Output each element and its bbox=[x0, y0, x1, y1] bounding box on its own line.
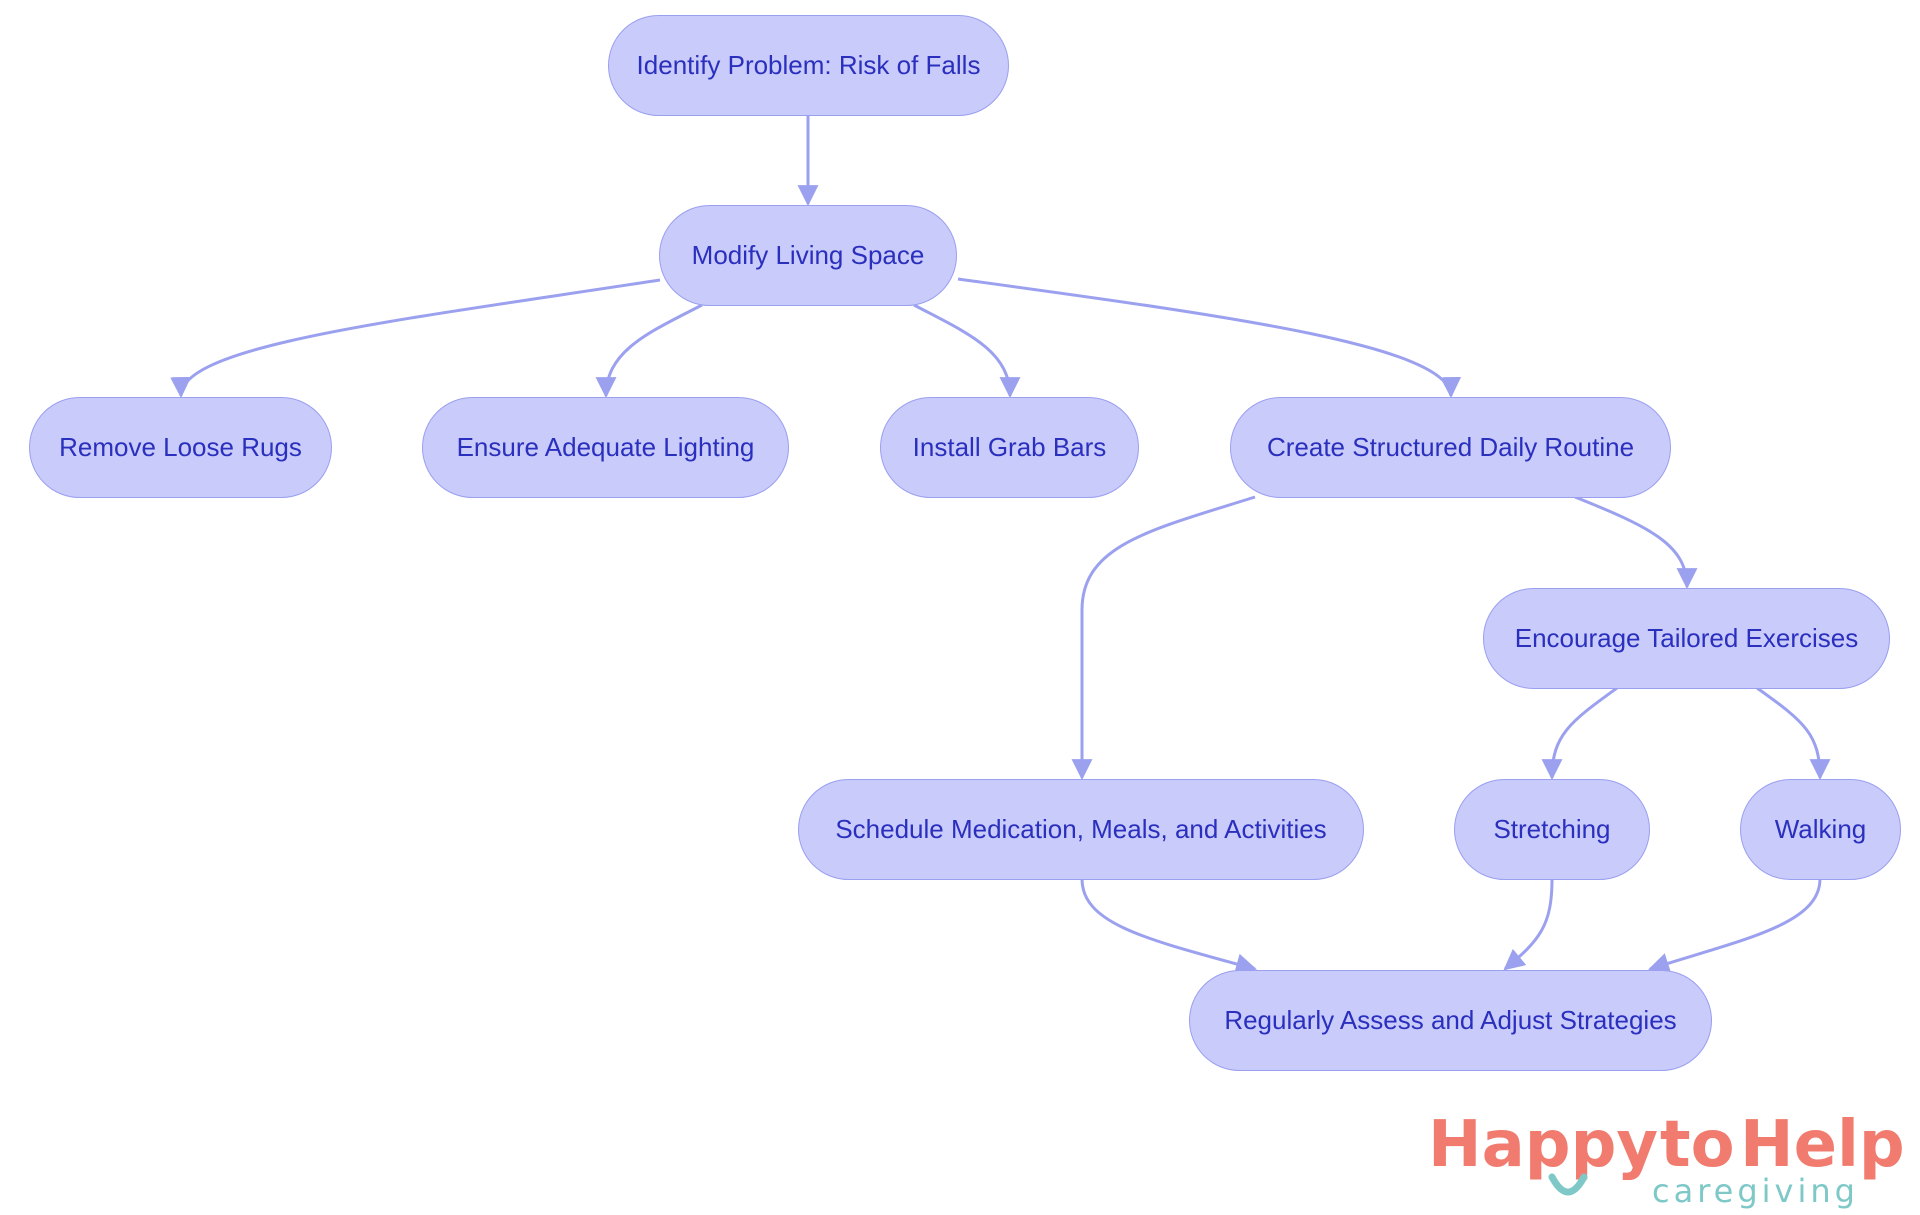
edge-stretching-to-assess bbox=[1503, 878, 1554, 971]
edge-exercises-to-stretching bbox=[1541, 686, 1618, 781]
logo-word-happy: Happy bbox=[1428, 1108, 1659, 1182]
edge-schedule-to-assess bbox=[1080, 878, 1258, 975]
smile-icon bbox=[1548, 1173, 1588, 1196]
node-schedule-medication-meals-activities: Schedule Medication, Meals, and Activiti… bbox=[798, 779, 1364, 880]
node-ensure-adequate-lighting: Ensure Adequate Lighting bbox=[422, 397, 789, 498]
edge-modify-to-lighting bbox=[595, 303, 703, 399]
logo-word-to: to bbox=[1660, 1108, 1735, 1182]
node-encourage-tailored-exercises: Encourage Tailored Exercises bbox=[1483, 588, 1890, 689]
node-walking: Walking bbox=[1740, 779, 1901, 880]
edge-routine-to-exercises bbox=[1574, 495, 1698, 590]
edge-walking-to-assess bbox=[1648, 878, 1822, 974]
edge-modify-to-routine bbox=[957, 277, 1462, 399]
node-stretching: Stretching bbox=[1454, 779, 1650, 880]
node-create-structured-daily-routine: Create Structured Daily Routine bbox=[1230, 397, 1671, 498]
node-install-grab-bars: Install Grab Bars bbox=[880, 397, 1139, 498]
happy-to-help-logo: Happy to Help caregiving bbox=[1420, 1105, 1905, 1215]
edge-exercises-to-walking bbox=[1756, 686, 1831, 781]
node-remove-loose-rugs: Remove Loose Rugs bbox=[29, 397, 332, 498]
edge-modify-to-rugs bbox=[170, 278, 661, 399]
logo-tagline: caregiving bbox=[1652, 1172, 1859, 1210]
node-regularly-assess-adjust: Regularly Assess and Adjust Strategies bbox=[1189, 970, 1712, 1071]
logo-word-help: Help bbox=[1740, 1108, 1905, 1182]
edge-modify-to-grab-bars bbox=[913, 303, 1021, 399]
node-modify-living-space: Modify Living Space bbox=[659, 205, 957, 306]
edge-routine-to-schedule bbox=[1071, 495, 1256, 781]
node-identify-problem: Identify Problem: Risk of Falls bbox=[608, 15, 1009, 116]
